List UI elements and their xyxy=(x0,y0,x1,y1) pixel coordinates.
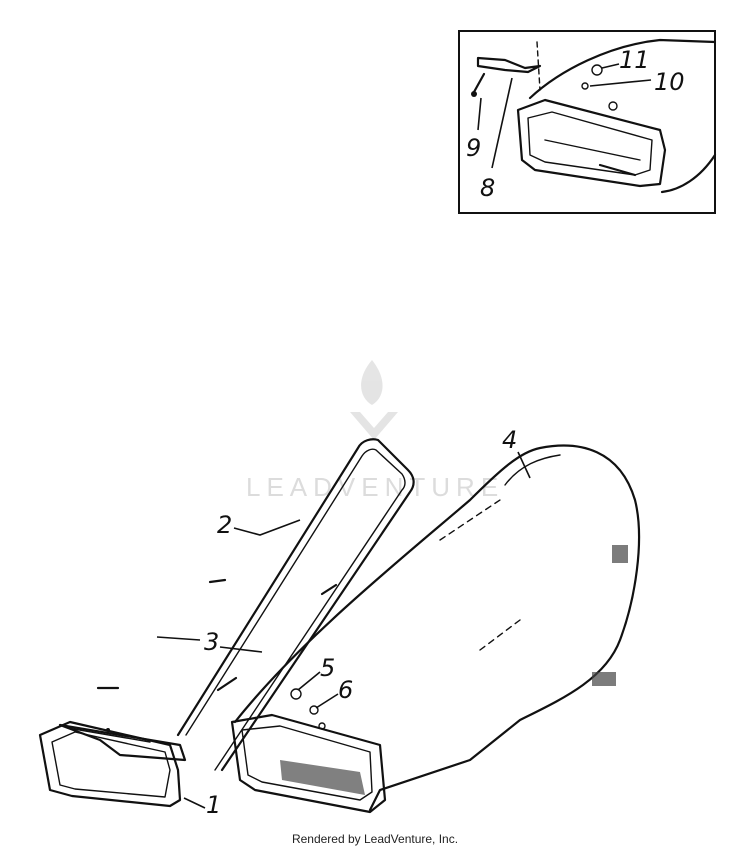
callout-1: 1 xyxy=(206,791,221,819)
footer-credit: Rendered by LeadVenture, Inc. xyxy=(291,832,459,846)
bag-frame-assembly: 2 3 1 xyxy=(38,438,415,819)
callout-9: 9 xyxy=(466,134,481,162)
callout-6: 6 xyxy=(338,676,353,704)
watermark-text: LEADVENTURE xyxy=(246,472,504,502)
leadventure-watermark: LEADVENTURE xyxy=(246,360,504,502)
bag-mesh-patch xyxy=(592,545,628,686)
callout-11: 11 xyxy=(619,46,650,74)
callout-8: 8 xyxy=(480,174,495,202)
callout-2: 2 xyxy=(217,511,232,539)
callout-5: 5 xyxy=(320,654,335,682)
inset-detail: 9 8 11 10 xyxy=(458,30,717,214)
callout-3: 3 xyxy=(204,628,219,656)
grass-bag: 4 5 6 xyxy=(230,426,641,814)
callout-10: 10 xyxy=(654,68,685,96)
callout-4: 4 xyxy=(502,426,517,454)
